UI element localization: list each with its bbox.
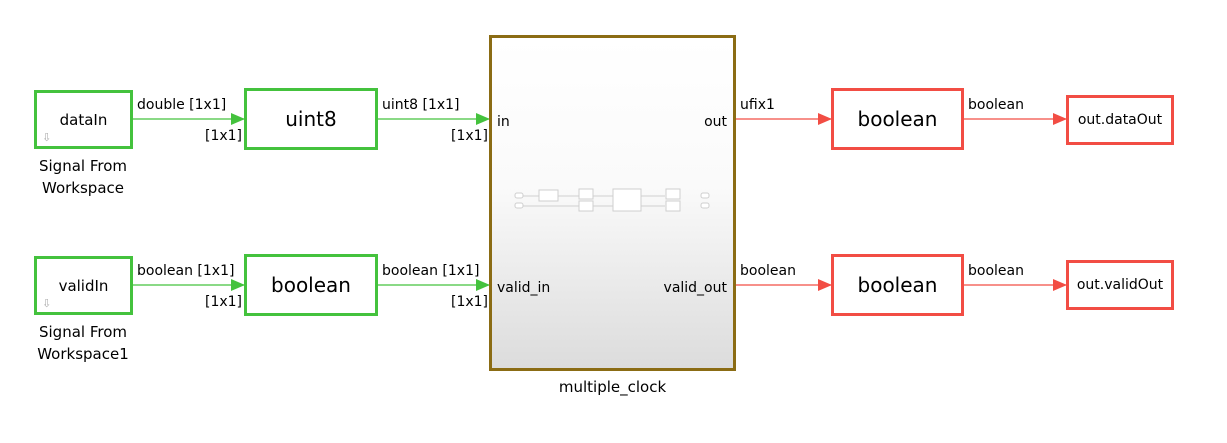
data-type-conversion-boolean-in[interactable]: boolean xyxy=(244,254,378,316)
block-text: boolean xyxy=(271,273,351,297)
to-workspace-dataout-block[interactable]: out.dataOut xyxy=(1066,95,1174,145)
to-workspace-validout-block[interactable]: out.validOut xyxy=(1066,260,1174,310)
wire-label-type: boolean [1x1] xyxy=(137,263,235,279)
port-label-valid-out: valid_out xyxy=(663,280,727,296)
data-type-conversion-boolean-out2[interactable]: boolean xyxy=(831,254,964,316)
data-type-conversion-boolean-out1[interactable]: boolean xyxy=(831,88,964,150)
wire-label-type: boolean xyxy=(740,263,796,279)
signal-from-workspace-block[interactable]: dataIn ⇩ xyxy=(34,90,133,149)
block-text: boolean xyxy=(857,107,938,131)
block-text: uint8 xyxy=(285,107,337,131)
block-label: Signal From Workspace xyxy=(38,157,127,197)
wire-label-dim: [1x1] xyxy=(451,128,489,144)
data-type-conversion-uint8[interactable]: uint8 xyxy=(244,88,378,150)
block-text: validIn xyxy=(58,276,109,295)
block-text: boolean xyxy=(857,273,938,297)
subsystem-name: multiple_clock xyxy=(558,378,667,396)
down-arrow-icon: ⇩ xyxy=(42,131,52,144)
subsystem-preview-icon xyxy=(514,188,710,212)
down-arrow-icon: ⇩ xyxy=(42,297,52,310)
port-label-out: out xyxy=(704,114,727,130)
wire-label-type: boolean xyxy=(968,263,1024,279)
port-label-valid-in: valid_in xyxy=(497,280,551,296)
signal-from-workspace1-block[interactable]: validIn ⇩ xyxy=(34,256,133,315)
port-label-in: in xyxy=(497,114,510,130)
wire-label-dim: [1x1] xyxy=(205,294,243,310)
multiple-clock-subsystem[interactable]: in valid_in out valid_out xyxy=(489,35,736,371)
wire-label-type: ufix1 xyxy=(740,97,775,113)
wire-label-type: uint8 [1x1] xyxy=(382,97,460,113)
wire-label-type: boolean [1x1] xyxy=(382,263,480,279)
block-text: out.dataOut xyxy=(1077,112,1163,128)
wire-label-dim: [1x1] xyxy=(205,128,243,144)
block-text: out.validOut xyxy=(1076,277,1164,293)
block-text: dataIn xyxy=(59,110,108,129)
wire-label-type: double [1x1] xyxy=(137,97,227,113)
wire-label-dim: [1x1] xyxy=(451,294,489,310)
block-label: Signal From Workspace1 xyxy=(37,323,129,363)
wire-label-type: boolean xyxy=(968,97,1024,113)
